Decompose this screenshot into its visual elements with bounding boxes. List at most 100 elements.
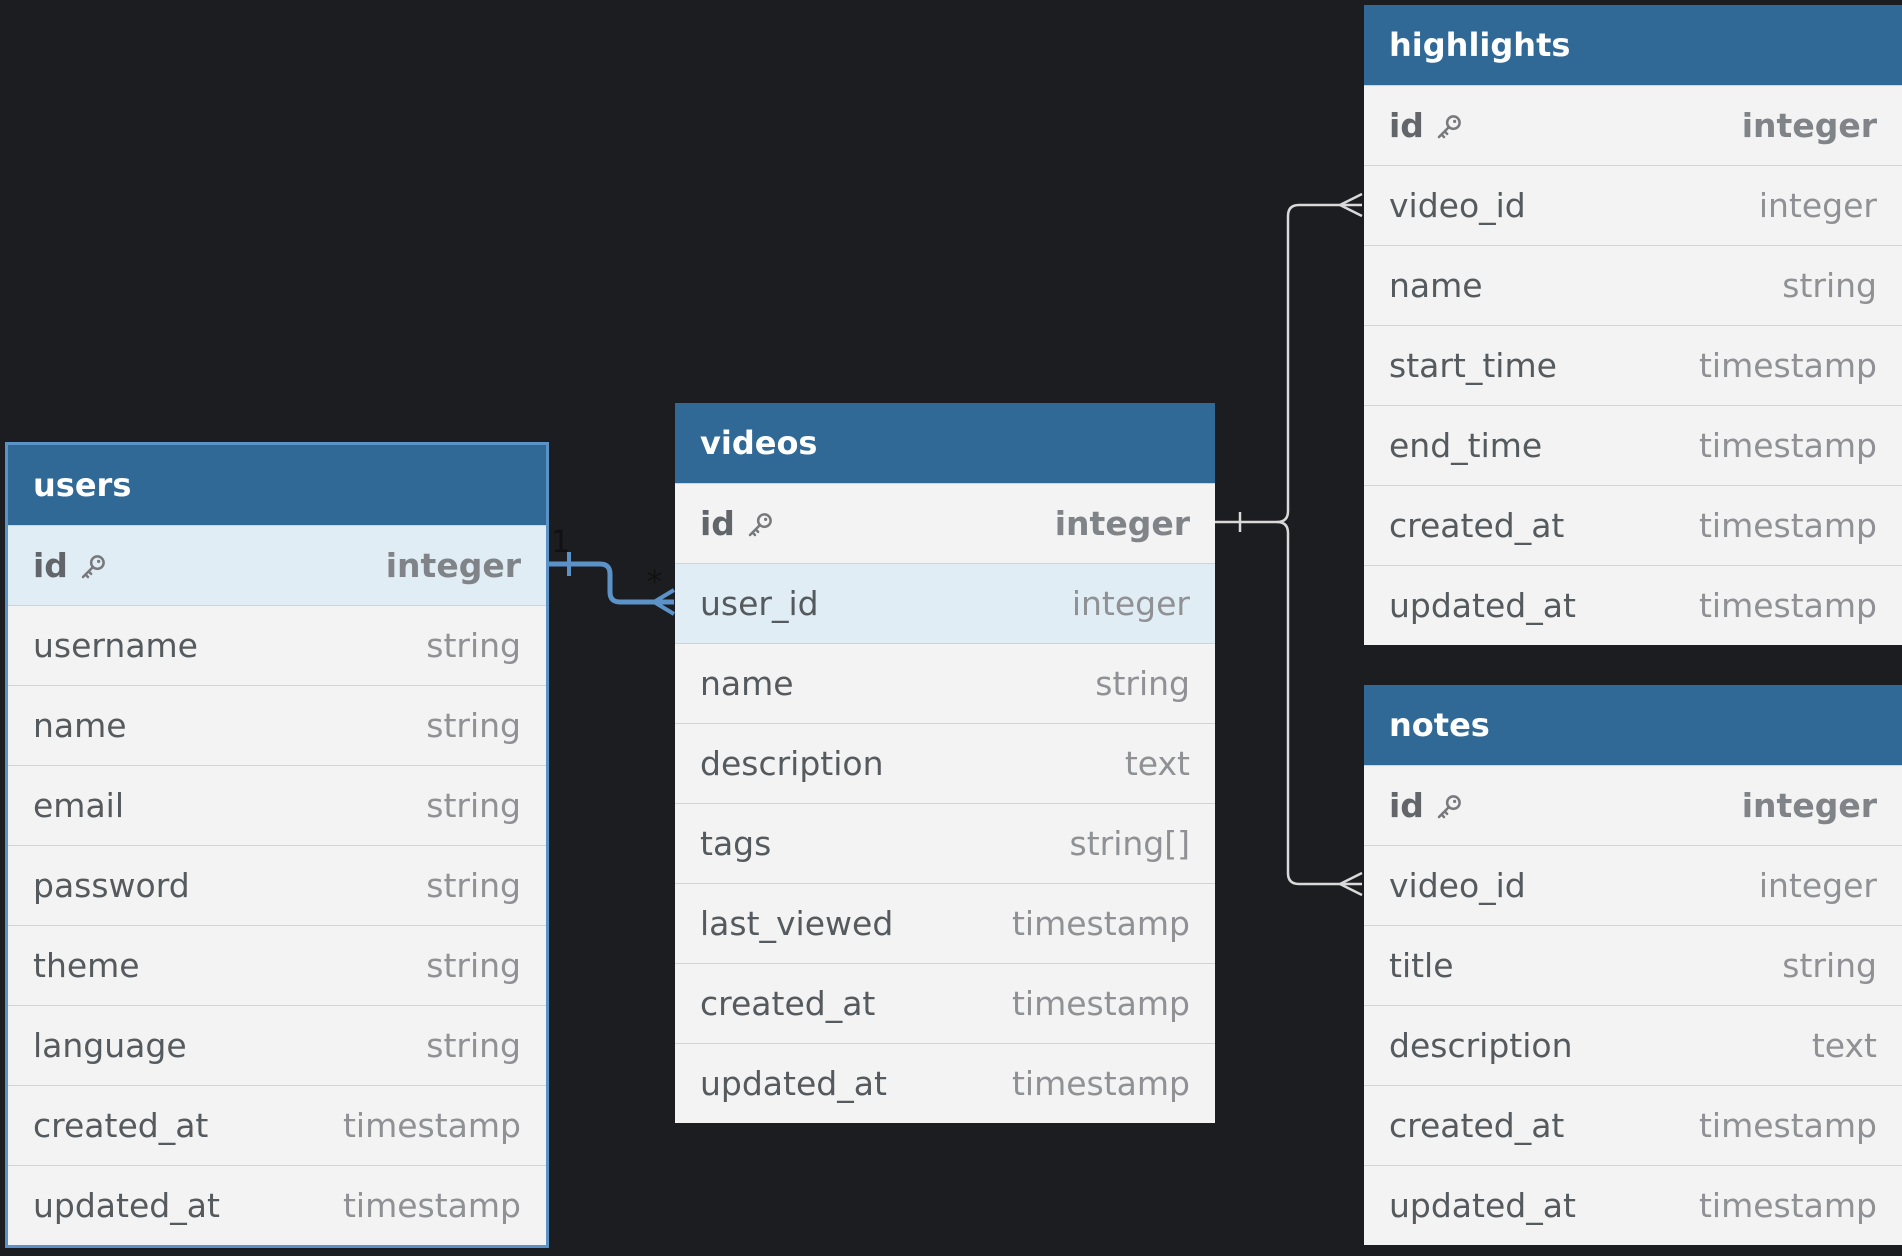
- field-row[interactable]: created_at timestamp: [1364, 485, 1902, 565]
- field-name: video_id: [1389, 186, 1526, 225]
- field-row[interactable]: description text: [675, 723, 1215, 803]
- field-name-text: tags: [700, 824, 772, 863]
- field-type: string: [1782, 266, 1877, 305]
- many-marker: [652, 588, 676, 616]
- field-name-text: updated_at: [700, 1064, 887, 1103]
- field-type: integer: [1741, 786, 1877, 825]
- table-header[interactable]: highlights: [1364, 5, 1902, 85]
- link-line-notes: [1276, 520, 1362, 886]
- field-row[interactable]: title string: [1364, 925, 1902, 1005]
- field-name: updated_at: [33, 1186, 220, 1225]
- field-name-text: id: [700, 504, 735, 543]
- field-name: name: [33, 706, 127, 745]
- cardinality-from-label: 1: [551, 525, 570, 560]
- field-row[interactable]: username string: [8, 605, 546, 685]
- field-name-text: video_id: [1389, 866, 1526, 905]
- field-row[interactable]: video_id integer: [1364, 165, 1902, 245]
- table-header[interactable]: users: [8, 445, 546, 525]
- field-type: integer: [1741, 106, 1877, 145]
- field-type: timestamp: [1698, 506, 1877, 545]
- field-row[interactable]: name string: [1364, 245, 1902, 325]
- field-name: description: [1389, 1026, 1572, 1065]
- table-highlights[interactable]: highlights id integer video_id integer name st…: [1364, 5, 1902, 645]
- field-name-text: description: [1389, 1026, 1573, 1065]
- field-row[interactable]: updated_at timestamp: [1364, 1165, 1902, 1245]
- key-icon: [1434, 791, 1464, 821]
- field-name: last_viewed: [700, 904, 893, 943]
- table-header[interactable]: videos: [675, 403, 1215, 483]
- key-icon: [78, 551, 108, 581]
- field-name: id: [1389, 106, 1464, 145]
- field-type: string: [426, 786, 521, 825]
- field-row[interactable]: start_time timestamp: [1364, 325, 1902, 405]
- field-row[interactable]: user_id integer: [675, 563, 1215, 643]
- field-type: string: [1095, 664, 1190, 703]
- field-name: name: [1389, 266, 1483, 305]
- field-type: timestamp: [1698, 586, 1877, 625]
- field-name: updated_at: [700, 1064, 887, 1103]
- field-name: title: [1389, 946, 1454, 985]
- field-name-text: language: [33, 1026, 187, 1065]
- field-name: updated_at: [1389, 1186, 1576, 1225]
- field-name: language: [33, 1026, 187, 1065]
- field-name-text: start_time: [1389, 346, 1557, 385]
- field-name: username: [33, 626, 198, 665]
- field-name: tags: [700, 824, 771, 863]
- field-name-text: theme: [33, 946, 140, 985]
- primary-key-row[interactable]: id integer: [1364, 85, 1902, 165]
- field-name-text: created_at: [700, 984, 876, 1023]
- key-icon: [745, 509, 775, 539]
- field-row[interactable]: created_at timestamp: [675, 963, 1215, 1043]
- field-name: theme: [33, 946, 140, 985]
- field-name-text: description: [700, 744, 884, 783]
- field-name-text: updated_at: [1389, 1186, 1576, 1225]
- field-name-text: end_time: [1389, 426, 1543, 465]
- field-row[interactable]: name string: [675, 643, 1215, 723]
- field-name-text: created_at: [1389, 506, 1565, 545]
- field-type: integer: [1071, 584, 1190, 623]
- field-type: timestamp: [1698, 346, 1877, 385]
- field-type: string: [426, 626, 521, 665]
- field-name: end_time: [1389, 426, 1542, 465]
- link-users-videos[interactable]: 1 *: [548, 525, 676, 616]
- link-videos-highlights-notes[interactable]: [1215, 192, 1363, 897]
- field-row[interactable]: last_viewed timestamp: [675, 883, 1215, 963]
- field-type: string: [426, 866, 521, 905]
- field-type: integer: [1758, 186, 1877, 225]
- field-name-text: id: [1389, 106, 1424, 145]
- primary-key-row[interactable]: id integer: [8, 525, 546, 605]
- field-name-text: username: [33, 626, 198, 665]
- field-name-text: name: [33, 706, 127, 745]
- field-type: timestamp: [1698, 1186, 1877, 1225]
- field-name: id: [33, 546, 108, 585]
- field-type: timestamp: [1011, 904, 1190, 943]
- field-type: timestamp: [1011, 984, 1190, 1023]
- table-header[interactable]: notes: [1364, 685, 1902, 765]
- field-type: string: [1782, 946, 1877, 985]
- field-type: text: [1124, 744, 1190, 783]
- field-name: name: [700, 664, 794, 703]
- field-type: string[]: [1069, 824, 1190, 863]
- field-name-text: user_id: [700, 584, 819, 623]
- field-type: integer: [385, 546, 521, 585]
- field-row[interactable]: tags string[]: [675, 803, 1215, 883]
